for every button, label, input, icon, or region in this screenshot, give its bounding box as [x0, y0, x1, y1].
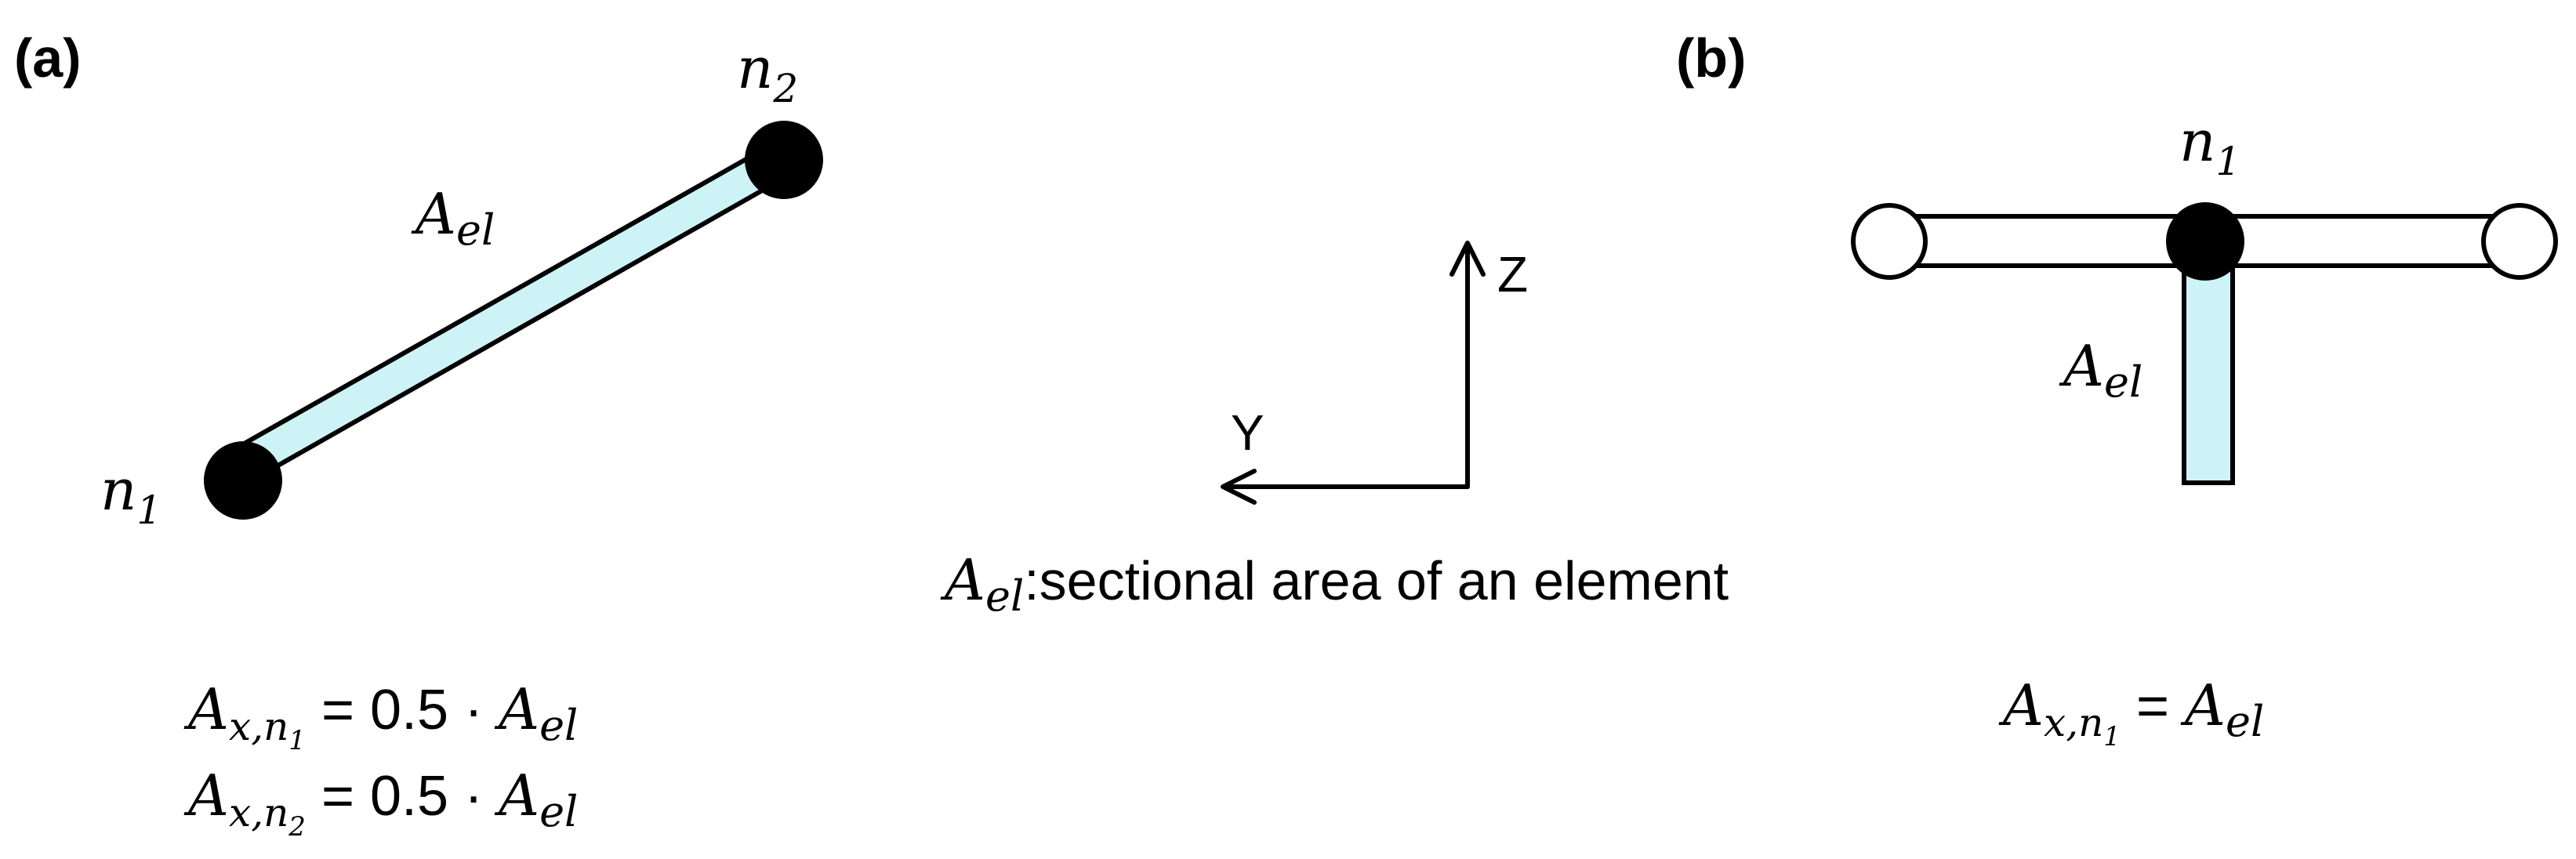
panel-a-node-n2-label: n2 — [737, 35, 798, 111]
eq2-rhs-symbol: A — [494, 763, 539, 828]
panel-a-label: (a) — [14, 27, 82, 89]
eq2-rhs-sub: el — [539, 787, 578, 836]
panel-b-label: (b) — [1676, 27, 1746, 89]
def-subscript: el — [985, 571, 1024, 621]
beq-rhs-sub: el — [2226, 697, 2264, 746]
panel-b-node-n1 — [2166, 202, 2244, 281]
eq1-lhs-sub: x,n — [229, 704, 288, 749]
eq1-lhs-subsub: 1 — [288, 725, 306, 756]
eq2-lhs-sub: x,n — [229, 790, 288, 835]
eq1-rhs-text: = 0.5 · — [321, 679, 499, 741]
area-subscript: el — [456, 205, 495, 255]
panel-a-node-n2 — [745, 121, 823, 199]
beq-rhs-symbol: A — [2180, 672, 2226, 738]
panel-b-vertical-element — [2182, 263, 2235, 485]
b-area-symbol: A — [2059, 333, 2104, 399]
eq1-rhs-symbol: A — [494, 676, 539, 742]
n1-symbol: n — [100, 457, 136, 523]
eq2-rhs-text: = 0.5 · — [321, 765, 499, 828]
b-n1-symbol: n — [2179, 108, 2215, 174]
n2-symbol: n — [737, 35, 773, 101]
z-axis-label: Z — [1497, 246, 1528, 303]
b-n1-subscript: 1 — [2215, 139, 2240, 184]
eq1-rhs-sub: el — [539, 701, 578, 750]
panel-a-area-label: Ael — [411, 181, 495, 255]
panel-b-node-n1-label: n1 — [2179, 108, 2240, 184]
coordinate-axes — [1221, 241, 1486, 505]
n1-subscript: 1 — [136, 487, 161, 533]
y-axis-label: Y — [1231, 404, 1264, 461]
panel-a-element-bar — [225, 136, 802, 487]
b-area-subscript: el — [2104, 357, 2142, 407]
eq1-lhs-symbol: A — [183, 676, 229, 742]
area-symbol: A — [411, 181, 456, 247]
panel-a-equation-2: Ax,n2 = 0.5 · Ael — [183, 763, 578, 843]
def-symbol: A — [940, 547, 985, 613]
panel-a-node-n1 — [204, 441, 282, 520]
beq-rhs-text: = — [2136, 675, 2185, 738]
eq2-lhs-symbol: A — [183, 763, 229, 828]
panel-b-area-label: Ael — [2059, 333, 2142, 407]
n2-subscript: 2 — [772, 66, 798, 111]
panel-b-equation: Ax,n1 = Ael — [1998, 672, 2264, 752]
beq-lhs-symbol: A — [1998, 672, 2044, 738]
panel-a-equation-1: Ax,n1 = 0.5 · Ael — [183, 676, 578, 756]
beq-lhs-sub: x,n — [2044, 700, 2103, 745]
eq2-lhs-subsub: 2 — [288, 811, 306, 843]
y-axis-arrowhead — [1221, 469, 1257, 505]
panel-a-node-n1-label: n1 — [100, 457, 161, 533]
panel-b-open-node-left — [1851, 203, 1928, 280]
beq-lhs-subsub: 1 — [2103, 721, 2121, 752]
def-text: :sectional area of an element — [1024, 550, 1729, 611]
definition-text: Ael:sectional area of an element — [940, 547, 1729, 621]
z-axis-arrowhead — [1449, 241, 1486, 277]
panel-b-open-node-right — [2481, 203, 2558, 280]
